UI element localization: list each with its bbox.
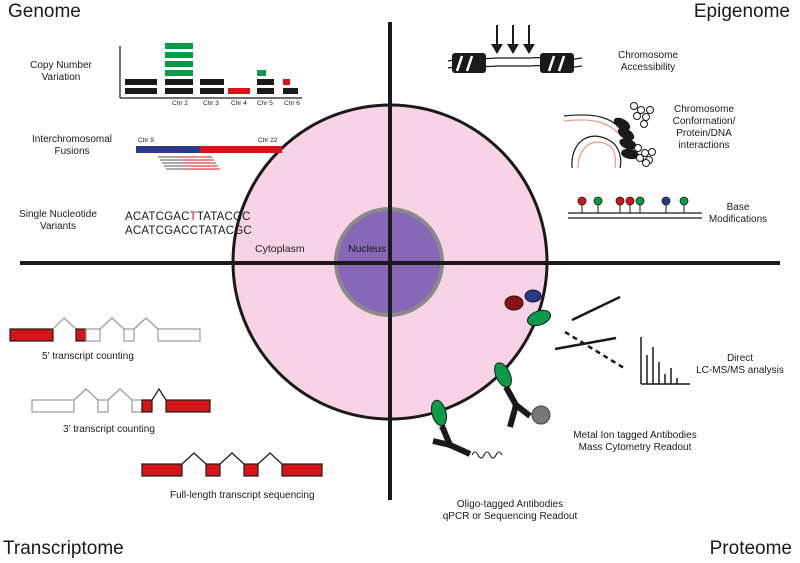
five-prime-transcript xyxy=(9,317,201,342)
chr6-label: Chr 6 xyxy=(284,100,300,107)
genome-title: Genome xyxy=(8,1,81,22)
ms-beam xyxy=(554,295,625,370)
free-proteins xyxy=(504,289,552,327)
three-prime-label: 3’ transcript counting xyxy=(63,424,155,435)
full-length-label: Full-length transcript sequencing xyxy=(170,490,315,501)
chr2-label: Chr 2 xyxy=(172,100,188,107)
three-prime-transcript xyxy=(31,387,211,413)
snv-sequence-variant: ACATCGACTTATACGC xyxy=(125,211,251,223)
chr5-label: Chr 5 xyxy=(257,100,273,107)
conformation-graphic xyxy=(563,102,656,169)
five-prime-label: 5’ transcript counting xyxy=(42,351,134,362)
epigenome-title: Epigenome xyxy=(693,1,790,22)
metal-tagged-antibody xyxy=(494,362,551,428)
snv-variant-base: T xyxy=(189,211,197,223)
full-length-transcript xyxy=(141,452,323,477)
nucleus-label: Nucleus xyxy=(348,243,386,255)
oligo-tagged-antibody xyxy=(430,399,503,459)
accessibility-graphic xyxy=(447,25,583,73)
chr4-label: Chr 4 xyxy=(231,100,247,107)
fusion-bar xyxy=(136,146,282,170)
proteome-title: Proteome xyxy=(709,538,792,559)
cytoplasm-label: Cytoplasm xyxy=(255,243,305,255)
cnv-chart xyxy=(119,43,302,99)
chr3-label: Chr 3 xyxy=(203,100,219,107)
transcriptome-title: Transcriptome xyxy=(3,538,124,559)
fusion-left-label: Chr 9 xyxy=(138,137,154,144)
base-modification-graphic xyxy=(568,196,702,219)
fusion-right-label: Chr 22 xyxy=(258,137,278,144)
snv-sequence-reference: ACATCGACCTATACGC xyxy=(125,225,252,237)
mass-spectrum-icon xyxy=(640,337,690,385)
